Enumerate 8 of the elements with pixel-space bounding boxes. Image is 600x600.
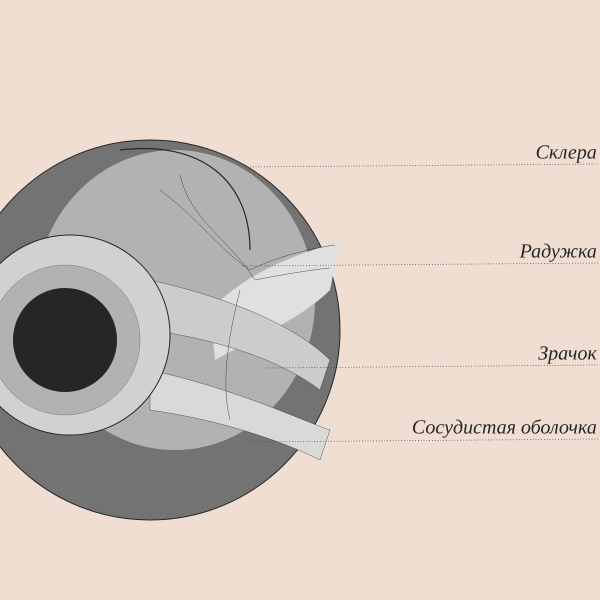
part-label: Сосудистая оболочка (413, 419, 596, 438)
part-label: Радужка (520, 244, 596, 262)
leader-line (264, 364, 598, 368)
leader-line (240, 262, 598, 266)
leader-line (250, 438, 598, 442)
leader-line (244, 164, 598, 168)
part-label: Зрачок (538, 346, 597, 364)
part-label: Склера (536, 145, 596, 163)
